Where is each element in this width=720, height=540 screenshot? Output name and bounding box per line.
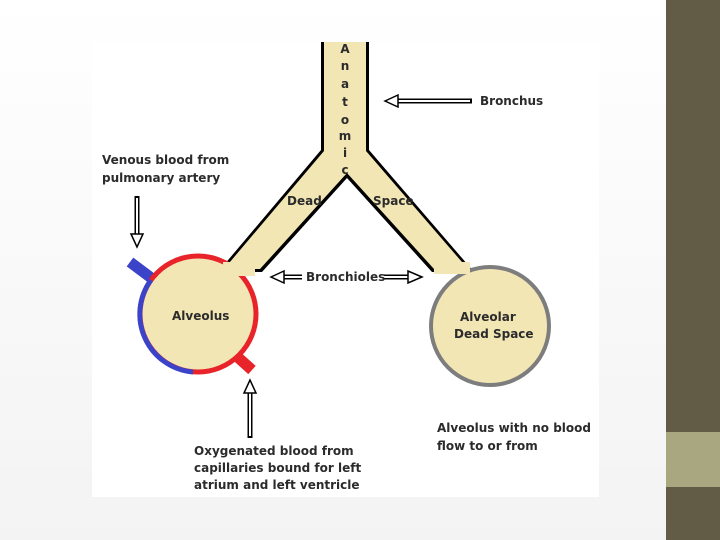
sidebar-accent-block bbox=[666, 432, 720, 487]
bronchiole-junction-left bbox=[223, 262, 255, 276]
bronchioles-arrow bbox=[269, 269, 424, 285]
bronchus-arrow bbox=[383, 93, 472, 109]
alveolus-label: Alveolus bbox=[172, 309, 229, 323]
anatomic-letter: n bbox=[341, 59, 350, 73]
space-label: Space bbox=[373, 194, 414, 208]
oxygenated-note: Oxygenated blood from capillaries bound … bbox=[194, 444, 361, 492]
venous-inlet-vessel bbox=[126, 257, 158, 285]
oxygenated-arrow bbox=[242, 378, 258, 438]
no-flow-note: Alveolus with no blood flow to or from bbox=[437, 421, 591, 453]
venous-capillary-arc bbox=[137, 278, 194, 375]
oxygenated-note-line: Oxygenated blood from bbox=[194, 444, 354, 458]
anatomic-letter: m bbox=[339, 129, 352, 143]
airway-tree bbox=[218, 42, 474, 272]
anatomic-letter: a bbox=[341, 77, 349, 91]
dead-alveolus-circle bbox=[429, 265, 551, 387]
venous-note: Venous blood from pulmonary artery bbox=[102, 153, 229, 185]
bronchus-label: Bronchus bbox=[480, 94, 543, 108]
oxygenated-note-line: capillaries bound for left bbox=[194, 461, 361, 475]
no-flow-note-line: Alveolus with no blood bbox=[437, 421, 591, 435]
venous-note-line: pulmonary artery bbox=[102, 171, 220, 185]
anatomic-letter: c bbox=[341, 163, 348, 177]
venous-note-line: Venous blood from bbox=[102, 153, 229, 167]
anatomic-letter: A bbox=[340, 42, 350, 56]
airway-fill bbox=[224, 42, 468, 269]
alveolus bbox=[137, 253, 259, 375]
dead-label: Dead bbox=[287, 194, 322, 208]
dead-space-label: Dead Space bbox=[454, 327, 534, 341]
anatomic-letter: o bbox=[341, 113, 349, 127]
bronchioles-label: Bronchioles bbox=[306, 270, 385, 284]
anatomic-letter: t bbox=[342, 95, 348, 109]
anatomic-letter: i bbox=[343, 146, 347, 160]
no-flow-note-line: flow to or from bbox=[437, 439, 538, 453]
venous-arrow bbox=[129, 196, 145, 249]
anatomic-label: A n a t o m i c bbox=[339, 42, 352, 177]
alveolar-dead-space bbox=[429, 262, 551, 387]
bronchiole-junction-right bbox=[434, 262, 470, 274]
alveolar-label: Alveolar bbox=[460, 310, 516, 324]
oxygenated-note-line: atrium and left ventricle bbox=[194, 478, 360, 492]
